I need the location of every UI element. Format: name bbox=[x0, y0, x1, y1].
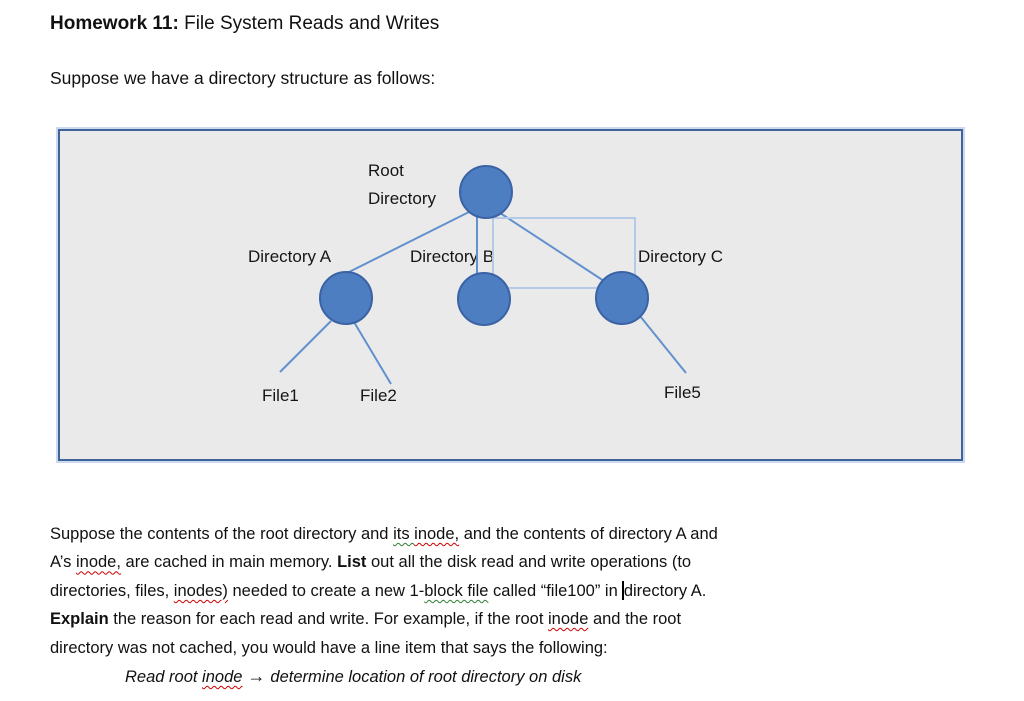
text-segment: directory A. bbox=[623, 581, 707, 600]
text-cursor bbox=[622, 580, 624, 600]
text-segment: and the contents of directory A and bbox=[459, 525, 718, 543]
directory-c-label: Directory C bbox=[638, 247, 724, 266]
intro-sentence: Suppose we have a directory structure as… bbox=[50, 68, 436, 88]
text-segment: A’s bbox=[50, 553, 76, 572]
root-directory-label-line1: Root bbox=[368, 161, 404, 180]
paragraph-line-2: A’s inode, are cached in main memory. Li… bbox=[50, 548, 718, 576]
directory-a-label: Directory A bbox=[248, 247, 332, 266]
file1-label: File1 bbox=[262, 386, 299, 405]
paragraph-line-5: directory was not cached, you would have… bbox=[50, 634, 718, 662]
file5-label: File5 bbox=[664, 383, 701, 402]
text-segment: the reason for each read and write. For … bbox=[108, 610, 548, 629]
text-segment: Suppose the contents of the root directo… bbox=[50, 525, 394, 543]
text-segment: determine location of root directory on … bbox=[270, 667, 582, 686]
spellcheck-flagged-word: inode, bbox=[414, 525, 460, 543]
spellcheck-flagged-word: inodes) bbox=[173, 581, 228, 600]
text-segment: called “file100” in bbox=[488, 581, 623, 600]
text-segment: directories, files, bbox=[50, 581, 174, 600]
text-segment: and the root bbox=[588, 610, 682, 629]
root-directory-label-line2: Directory bbox=[368, 189, 437, 208]
right-arrow-glyph: → bbox=[247, 665, 266, 686]
text-segment: are cached in main memory. bbox=[120, 553, 338, 572]
paragraph-line-1: Suppose the contents of the root directo… bbox=[50, 520, 718, 548]
bold-word-list: List bbox=[337, 553, 367, 572]
directory-b-label: Directory B bbox=[410, 247, 495, 266]
bold-word-explain: Explain bbox=[50, 610, 109, 629]
homework-title-number: Homework 11: bbox=[50, 13, 179, 34]
paragraph-line-3: directories, files, inodes) needed to cr… bbox=[50, 577, 718, 605]
example-line: Read root inode→determine location of ro… bbox=[50, 662, 718, 690]
paragraph-line-4: Explain the reason for each read and wri… bbox=[50, 605, 718, 633]
text-segment: directory was not cached, you would have… bbox=[50, 638, 608, 657]
homework-title: Homework 11: File System Reads and Write… bbox=[50, 12, 439, 35]
directory-diagram-box[interactable] bbox=[56, 127, 965, 463]
question-paragraph[interactable]: Suppose the contents of the root directo… bbox=[50, 520, 718, 690]
file2-label: File2 bbox=[360, 386, 397, 405]
grammar-flagged-word: its bbox=[393, 525, 415, 543]
homework-title-text: File System Reads and Writes bbox=[178, 13, 440, 34]
text-segment: out all the disk read and write operatio… bbox=[366, 553, 692, 572]
grammar-flagged-phrase: block file bbox=[424, 581, 489, 600]
spellcheck-flagged-word: inode, bbox=[75, 553, 121, 572]
spellcheck-flagged-word: inode bbox=[548, 610, 589, 629]
text-segment: Read root bbox=[125, 667, 203, 686]
spellcheck-flagged-word: inode bbox=[202, 667, 243, 686]
text-segment: needed to create a new 1- bbox=[227, 581, 425, 600]
